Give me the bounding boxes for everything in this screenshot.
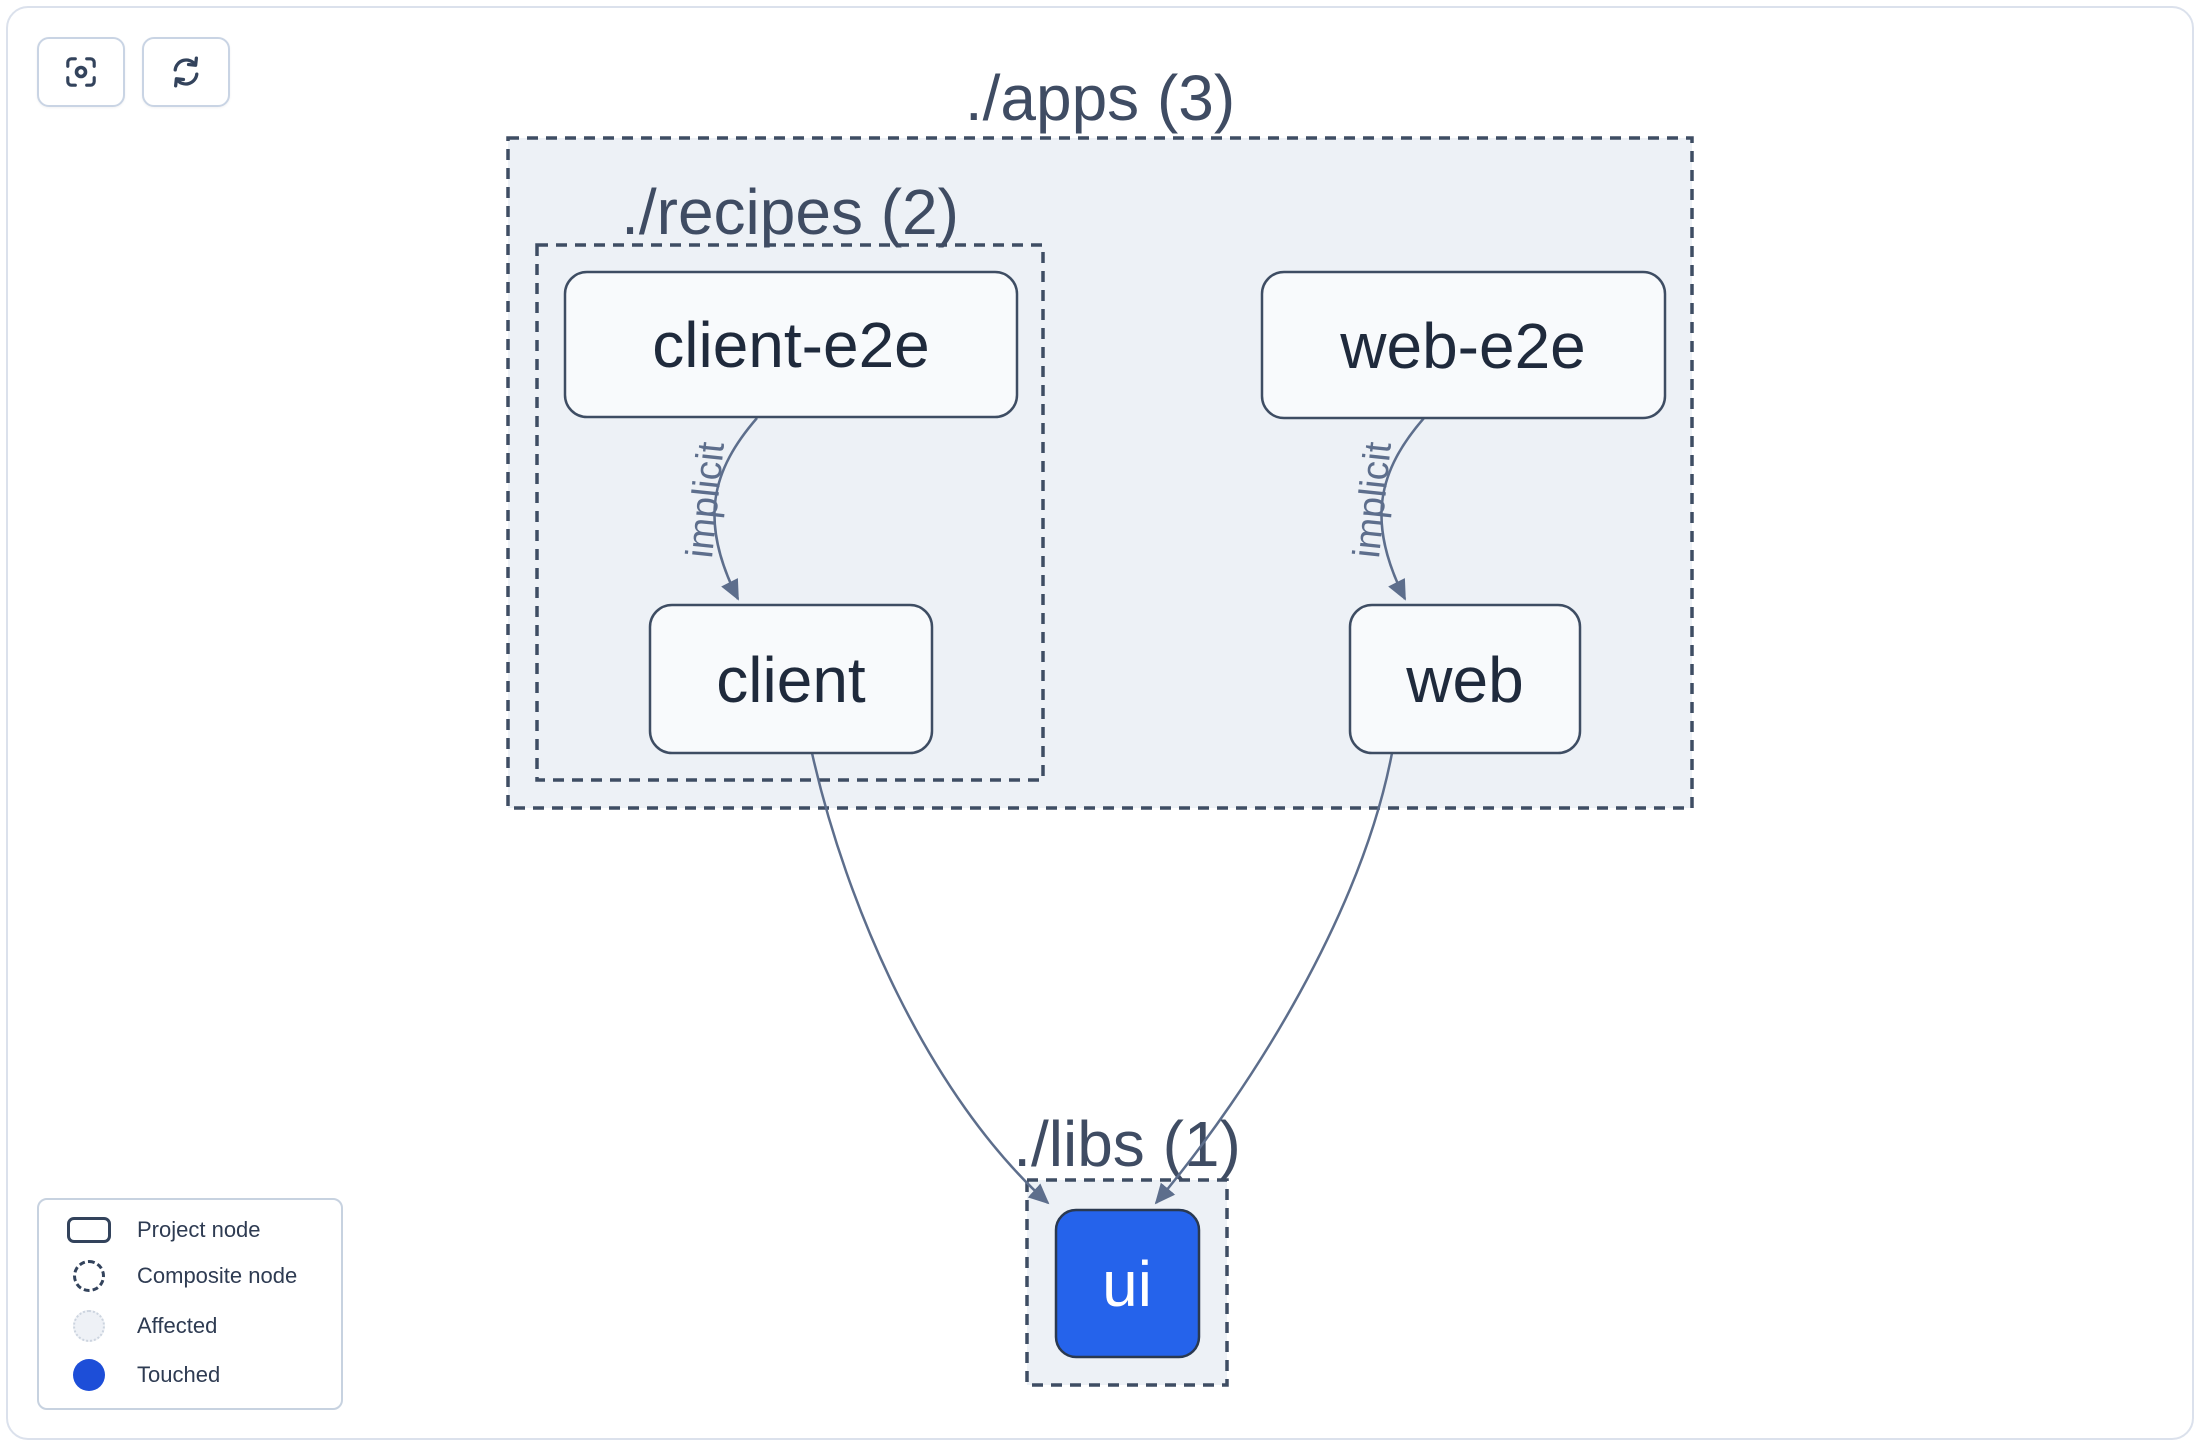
center-graph-button[interactable] (37, 37, 125, 107)
container-label-recipes: ./recipes (2) (621, 176, 959, 248)
project-node-client-e2e[interactable]: client-e2e (563, 270, 1019, 419)
project-node-client[interactable]: client (648, 603, 934, 755)
edge-client-ui[interactable] (810, 752, 1050, 1205)
legend-item-project-node: Project node (65, 1217, 341, 1244)
graph-toolbar (37, 37, 230, 107)
page-frame (6, 6, 2194, 1440)
project-node-web-e2e[interactable]: web-e2e (1260, 270, 1667, 420)
refresh-graph-button[interactable] (142, 37, 230, 107)
legend-item-touched: Touched (65, 1358, 341, 1391)
legend-label: Affected (137, 1312, 218, 1338)
edge-web-ui[interactable] (1154, 752, 1394, 1205)
project-node-ui-touched[interactable]: ui (1054, 1208, 1201, 1359)
focus-viewfinder-icon (63, 54, 99, 90)
container-label-apps: ./apps (3) (965, 62, 1235, 134)
edge-client-e2e-client[interactable] (713, 417, 758, 601)
project-node-swatch (67, 1217, 111, 1244)
container-label-libs: ./libs (1) (1013, 1108, 1241, 1180)
legend-item-affected: Affected (65, 1309, 341, 1342)
graph-legend: Project node Composite node Affected Tou… (37, 1198, 343, 1410)
legend-label: Composite node (137, 1263, 298, 1289)
project-node-web[interactable]: web (1348, 603, 1582, 755)
edge-web-e2e-web[interactable] (1380, 417, 1425, 601)
refresh-icon (168, 54, 204, 90)
affected-swatch (73, 1309, 105, 1342)
touched-swatch (73, 1358, 105, 1391)
legend-label: Touched (137, 1361, 221, 1387)
composite-node-swatch (73, 1260, 105, 1293)
legend-label: Project node (137, 1217, 261, 1243)
legend-item-composite-node: Composite node (65, 1260, 341, 1293)
